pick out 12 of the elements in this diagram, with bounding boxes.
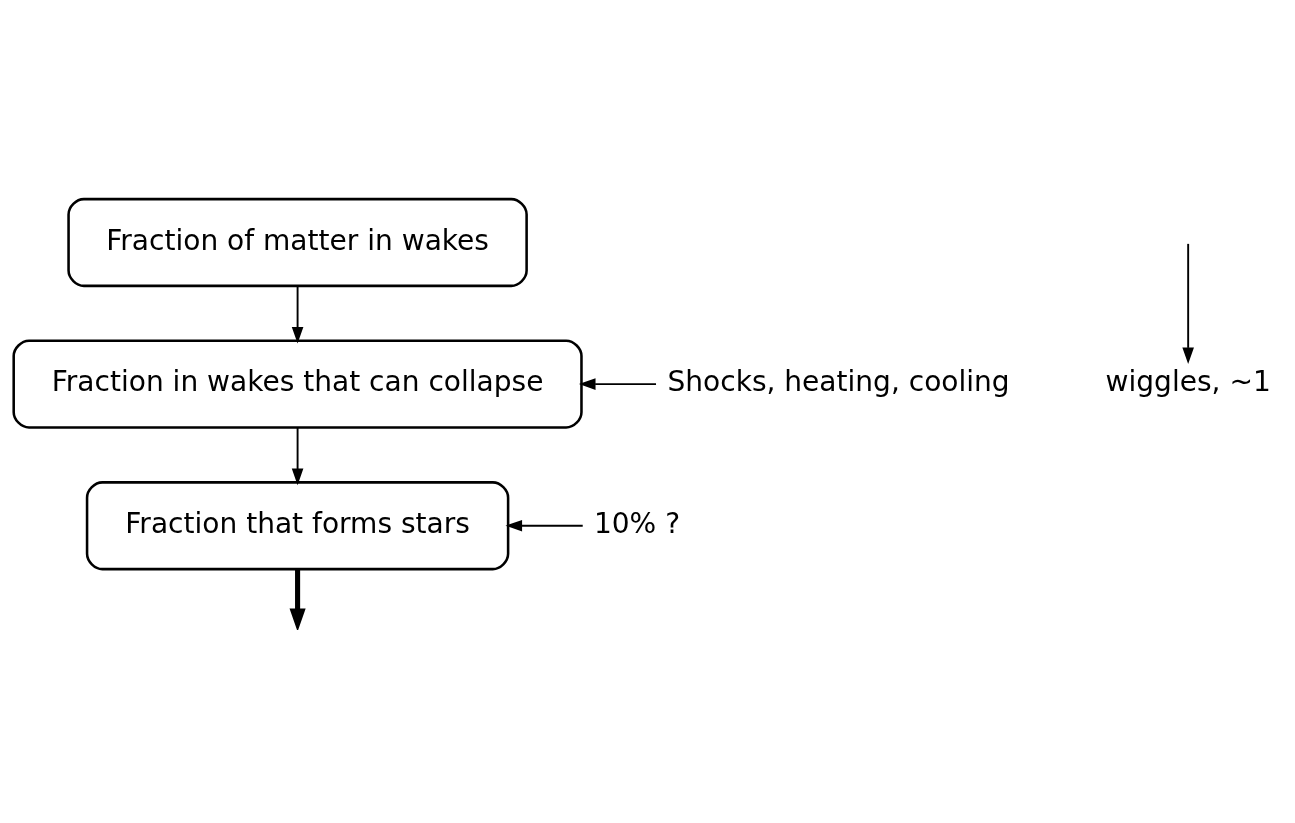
arrow: [578, 377, 657, 390]
node-text: 10% ?: [593, 506, 681, 540]
arrow: [1182, 242, 1194, 364]
node-box: Fraction in wakes that can collapse: [12, 338, 583, 429]
node-box: Fraction of matter in wakes: [67, 197, 528, 287]
node-box: Fraction that forms stars: [85, 480, 510, 570]
arrow: [291, 426, 304, 485]
node-text: Shocks, heating, cooling: [667, 364, 1010, 398]
arrow: [291, 284, 304, 343]
arrow: [289, 568, 306, 630]
node-text: wiggles, ~1: [1105, 364, 1271, 398]
arrow: [505, 519, 584, 532]
